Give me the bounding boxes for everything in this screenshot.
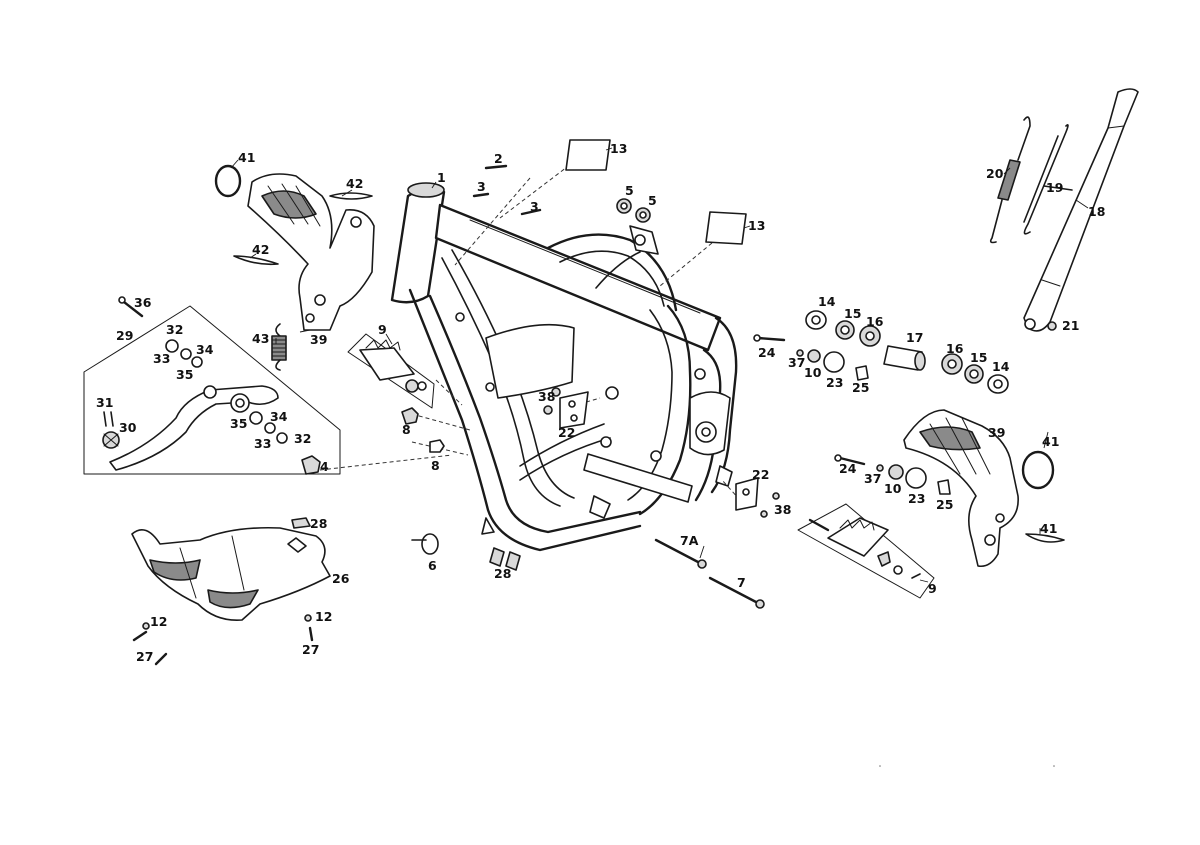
callout-7: 7 (737, 575, 746, 590)
callout-43: 43 (252, 331, 269, 346)
pins-and-nuts-top (472, 164, 651, 223)
callout-32: 32 (166, 322, 183, 337)
callout-31: 31 (96, 395, 113, 410)
main-frame (319, 147, 741, 552)
callout-1: 1 (437, 170, 446, 185)
callout-3: 3 (530, 199, 539, 214)
callout-25: 25 (852, 380, 869, 395)
right-footpeg-assembly (797, 503, 935, 599)
callout-33: 33 (254, 436, 271, 451)
callout-14: 14 (818, 294, 836, 309)
callout-14: 14 (992, 359, 1010, 374)
scan-specks (879, 765, 1055, 767)
callout-2: 2 (494, 151, 503, 166)
callout-12: 12 (150, 614, 167, 629)
callout-35: 35 (230, 416, 247, 431)
callout-34: 34 (196, 342, 214, 357)
callout-4: 4 (320, 459, 329, 474)
callout-38: 38 (774, 502, 791, 517)
callout-17: 17 (906, 330, 923, 345)
callout-29: 29 (116, 328, 133, 343)
callout-41: 41 (238, 150, 255, 165)
callout-35: 35 (176, 367, 193, 382)
callout-41: 41 (1040, 521, 1057, 536)
callout-26: 26 (332, 571, 350, 586)
callout-28: 28 (310, 516, 327, 531)
callout-9: 9 (928, 581, 937, 596)
callout-37: 37 (788, 355, 805, 370)
engine-mount-bolts (654, 538, 765, 609)
callout-22: 22 (558, 425, 575, 440)
callout-7a: 7A (680, 533, 699, 548)
callout-22: 22 (752, 467, 769, 482)
hose-clamp (411, 533, 439, 555)
callout-10: 10 (804, 365, 822, 380)
decal-stickers (565, 139, 747, 245)
callout-10: 10 (884, 481, 902, 496)
leader-lines (230, 147, 1089, 583)
callout-41: 41 (1042, 434, 1059, 449)
callout-12: 12 (315, 609, 332, 624)
callout-30: 30 (119, 420, 137, 435)
cable-clips (489, 547, 521, 571)
left-footpeg-assembly (347, 333, 445, 453)
callout-3: 3 (477, 179, 486, 194)
callout-24: 24 (758, 345, 776, 360)
callout-37: 37 (864, 471, 881, 486)
callout-13: 13 (610, 141, 627, 156)
callout-32: 32 (294, 431, 311, 446)
callout-27: 27 (136, 649, 153, 664)
brackets-center (543, 387, 589, 429)
callout-28: 28 (494, 566, 511, 581)
brake-pedal-assembly (83, 296, 341, 475)
swingarm-pivot-parts (753, 310, 1009, 394)
callout-23: 23 (826, 375, 843, 390)
brake-return-spring (271, 323, 287, 371)
callout-19: 19 (1046, 180, 1063, 195)
brackets-right (735, 477, 780, 518)
side-stand-assembly (989, 88, 1139, 332)
callout-16: 16 (946, 341, 964, 356)
skid-plate (131, 517, 331, 666)
callout-5: 5 (625, 183, 634, 198)
callout-34: 34 (270, 409, 288, 424)
callout-8: 8 (431, 458, 440, 473)
callout-33: 33 (153, 351, 170, 366)
callout-13: 13 (748, 218, 765, 233)
callout-21: 21 (1062, 318, 1079, 333)
callout-25: 25 (936, 497, 953, 512)
callout-16: 16 (866, 314, 884, 329)
callout-27: 27 (302, 642, 319, 657)
callout-23: 23 (908, 491, 925, 506)
callout-39: 39 (310, 332, 327, 347)
callout-18: 18 (1088, 204, 1105, 219)
callout-6: 6 (428, 558, 437, 573)
callout-36: 36 (134, 295, 152, 310)
left-frame-guard (214, 164, 375, 331)
callout-20: 20 (986, 166, 1004, 181)
callout-42: 42 (252, 242, 269, 257)
callout-42: 42 (346, 176, 363, 191)
callout-15: 15 (844, 306, 861, 321)
callout-39: 39 (988, 425, 1005, 440)
callout-15: 15 (970, 350, 987, 365)
right-lower-pivot-parts (834, 454, 951, 495)
callout-labels: 1 2 3 3 4 5 5 6 7 7A 8 8 9 9 10 10 12 12… (96, 141, 1105, 664)
callout-9: 9 (378, 322, 387, 337)
callout-38: 38 (538, 389, 555, 404)
callout-8: 8 (402, 422, 411, 437)
callout-24: 24 (839, 461, 857, 476)
callout-5: 5 (648, 193, 657, 208)
right-frame-guard (903, 409, 1065, 568)
